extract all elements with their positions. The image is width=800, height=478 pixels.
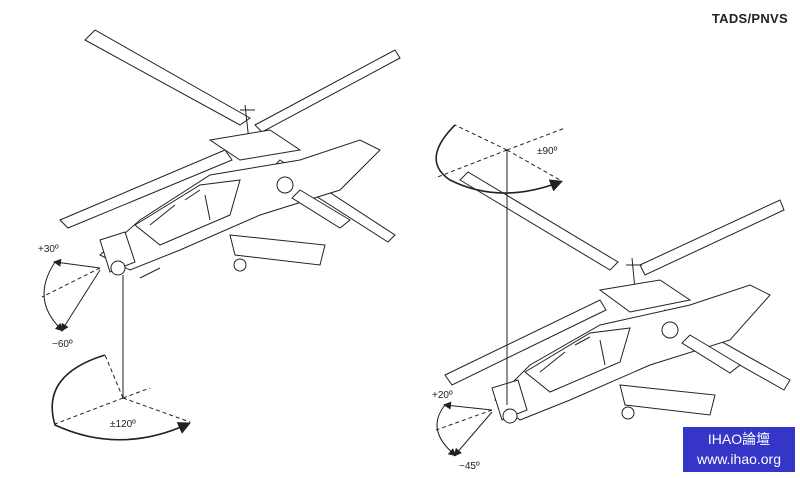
- left-elevation-up-label: +30º: [38, 244, 59, 255]
- right-elevation-down-label: −45º: [459, 461, 480, 472]
- watermark-line2: www.ihao.org: [696, 451, 782, 467]
- left-azimuth-label: ±120º: [110, 419, 136, 430]
- watermark-line1: IHAO論壇: [707, 431, 771, 447]
- right-azimuth-label: ±90º: [537, 146, 558, 157]
- right-elevation-up-label: +20º: [432, 390, 453, 401]
- watermark: IHAO論壇 www.ihao.org: [683, 427, 795, 472]
- helicopter-left: [59, 29, 401, 279]
- left-elevation-down-label: −60º: [52, 339, 73, 350]
- left-field-of-regard: [41, 258, 191, 441]
- helicopter-right: [444, 171, 791, 424]
- diagram-title: TADS/PNVS: [711, 11, 788, 26]
- right-field-of-regard: [434, 124, 566, 457]
